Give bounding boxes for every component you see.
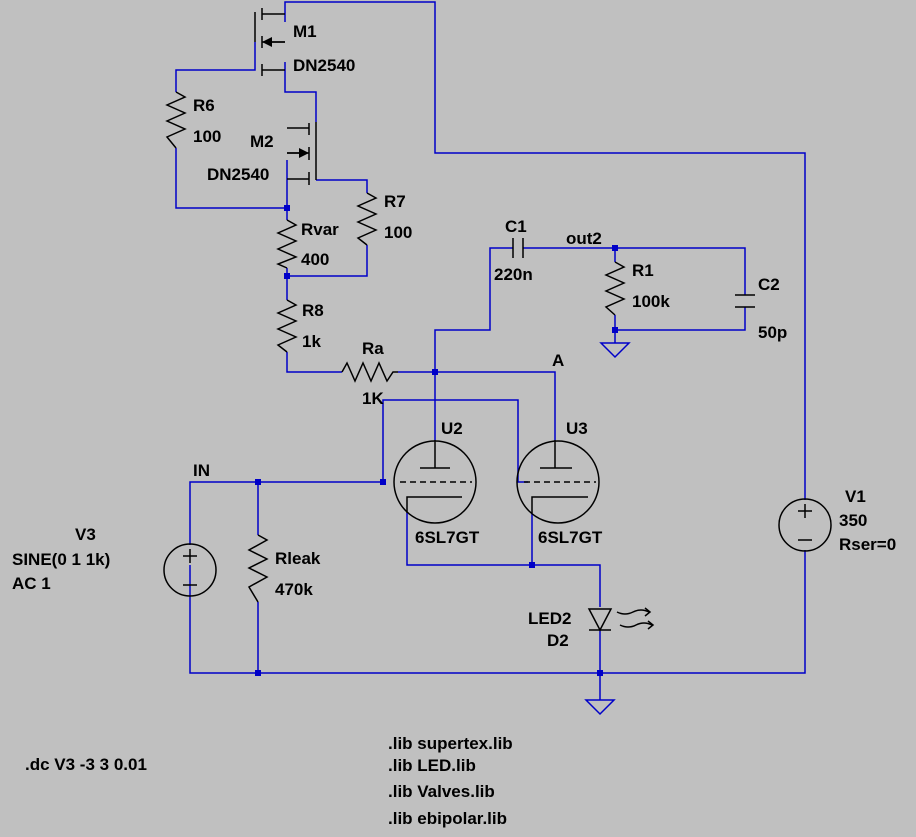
voltage-source-v1[interactable]	[778, 498, 832, 552]
ground-symbol-main	[584, 699, 616, 716]
mosfet-m2[interactable]	[287, 122, 317, 185]
v1-name: V1	[845, 487, 866, 506]
ground-symbol-r1	[599, 342, 631, 359]
ra-value: 1K	[362, 389, 384, 408]
net-label-in: IN	[193, 461, 210, 480]
rleak-name: Rleak	[275, 549, 321, 568]
net-label-out2: out2	[566, 229, 602, 248]
rvar-name: Rvar	[301, 220, 339, 239]
lib-directive[interactable]: .lib Valves.lib	[388, 782, 495, 801]
resistor-rleak[interactable]	[247, 534, 269, 603]
d2-name: D2	[547, 631, 569, 650]
r1-value: 100k	[632, 292, 670, 311]
junctions	[255, 205, 618, 676]
v1-rser: Rser=0	[839, 535, 896, 554]
resistor-r7[interactable]	[356, 192, 378, 246]
dc-directive[interactable]: .dc V3 -3 3 0.01	[25, 755, 147, 774]
m1-model: DN2540	[293, 56, 355, 75]
c2-name: C2	[758, 275, 780, 294]
v3-ac: AC 1	[12, 574, 51, 593]
capacitor-c2[interactable]	[735, 294, 755, 308]
m2-name: M2	[250, 132, 274, 151]
resistor-r8[interactable]	[276, 299, 298, 353]
lib-directive[interactable]: .lib supertex.lib	[388, 734, 513, 753]
u2-name: U2	[441, 419, 463, 438]
lib-directive[interactable]: .lib ebipolar.lib	[388, 809, 507, 828]
v1-value: 350	[839, 511, 867, 530]
m1-name: M1	[293, 22, 317, 41]
m2-model: DN2540	[207, 165, 269, 184]
c1-value: 220n	[494, 265, 533, 284]
voltage-source-v3[interactable]	[163, 543, 217, 597]
r6-name: R6	[193, 96, 215, 115]
r8-value: 1k	[302, 332, 321, 351]
c1-name: C1	[505, 217, 527, 236]
r8-name: R8	[302, 301, 324, 320]
v3-value: SINE(0 1 1k)	[12, 550, 110, 569]
u3-model: 6SL7GT	[538, 528, 603, 547]
capacitor-c1[interactable]	[512, 238, 524, 258]
r7-value: 100	[384, 223, 412, 242]
net-label-a: A	[552, 351, 564, 370]
resistor-r1[interactable]	[604, 261, 626, 316]
u2-model: 6SL7GT	[415, 528, 480, 547]
v3-name: V3	[75, 525, 96, 544]
resistor-rvar[interactable]	[276, 219, 298, 269]
r1-name: R1	[632, 261, 654, 280]
triode-u3[interactable]	[516, 440, 600, 524]
ra-name: Ra	[362, 339, 384, 358]
triode-u2[interactable]	[393, 440, 477, 524]
led-d2[interactable]	[587, 607, 655, 632]
rvar-value: 400	[301, 250, 329, 269]
u3-name: U3	[566, 419, 588, 438]
wires	[175, 1, 806, 700]
c2-value: 50p	[758, 323, 787, 342]
lib-directive[interactable]: .lib LED.lib	[388, 756, 476, 775]
r6-value: 100	[193, 127, 221, 146]
rleak-value: 470k	[275, 580, 313, 599]
d2-model: LED2	[528, 609, 571, 628]
resistor-r6[interactable]	[165, 91, 187, 149]
mosfet-m1[interactable]	[254, 8, 285, 76]
resistor-ra[interactable]	[341, 361, 398, 383]
r7-name: R7	[384, 192, 406, 211]
